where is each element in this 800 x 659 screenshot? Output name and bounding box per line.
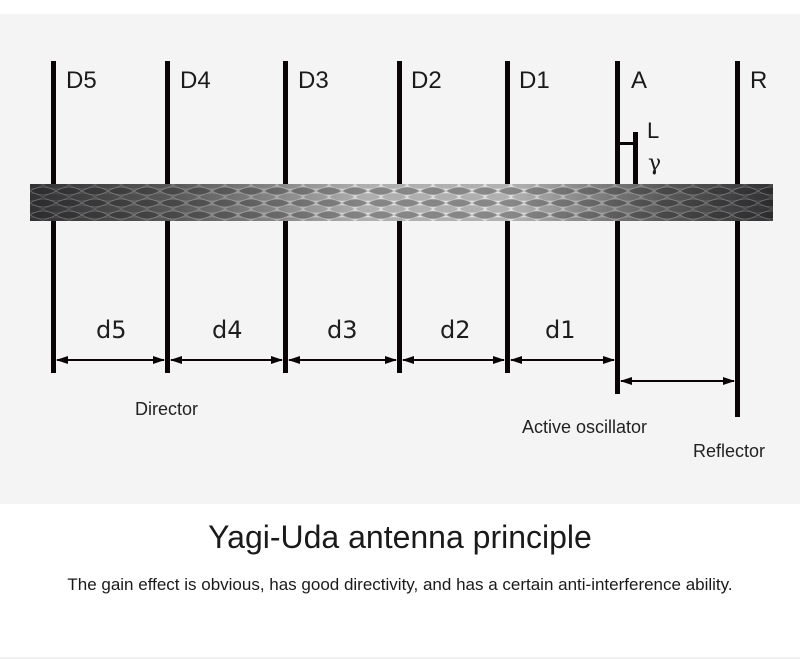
element-d5 [51,61,56,184]
label-d1: D1 [519,67,550,94]
element-reflector-lower [735,221,740,417]
element-d3 [283,61,288,184]
element-d2 [397,61,402,184]
element-reflector [735,61,740,184]
element-d3-lower [283,221,288,373]
gamma-feed-rod [633,132,638,184]
label-d3: D3 [298,67,329,94]
element-d2-lower [397,221,402,373]
spacing-label-d5: d5 [96,316,127,344]
page-title: Yagi-Uda antenna principle [208,519,592,555]
label-d5: D5 [66,67,97,94]
label-feed-l: L [647,118,660,143]
spacing-label-d3: d3 [327,316,358,344]
page-subtitle: The gain effect is obvious, has good dir… [67,575,733,594]
element-d5-lower [51,221,56,373]
label-d2: D2 [411,67,442,94]
element-active [615,61,620,184]
spacing-label-d4: d4 [212,316,243,344]
element-d1-lower [505,221,510,373]
element-d4-lower [165,221,170,373]
spacing-label-d1: d1 [545,316,576,344]
caption-active-oscillator: Active oscillator [522,417,648,437]
element-active-lower [615,221,620,394]
divider [0,657,800,659]
label-active: A [631,67,648,94]
label-d4: D4 [180,67,211,94]
antenna-boom [30,184,773,221]
label-reflector: R [750,67,768,94]
gamma-feed-strap [617,142,635,145]
label-feed-gamma: γ [648,151,662,176]
element-d1 [505,61,510,184]
boom-mesh-icon [30,184,773,221]
element-d4 [165,61,170,184]
spacing-label-d2: d2 [440,316,471,344]
caption-reflector: Reflector [693,441,766,461]
caption-director: Director [135,399,199,419]
